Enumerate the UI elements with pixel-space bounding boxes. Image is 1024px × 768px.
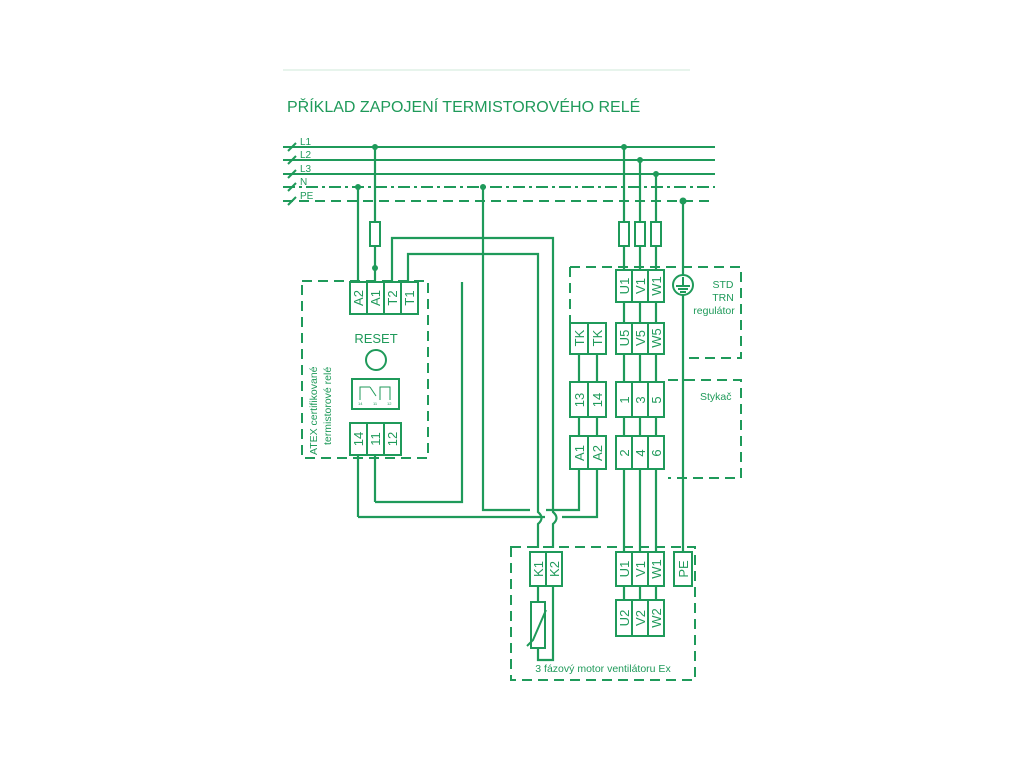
bus-label-pe: PE: [300, 191, 314, 202]
reset-label: RESET: [354, 331, 397, 346]
motor-bottom-terminals: [615, 599, 665, 637]
motor-terminal-pe: PE: [676, 560, 691, 578]
relay-side-label-2: termistorové relé: [322, 367, 334, 445]
std-output-terminals: [615, 322, 665, 355]
std-top-terminals: [615, 269, 665, 303]
svg-text:11: 11: [373, 401, 378, 406]
motor-terminal-v2: V2: [633, 610, 648, 626]
contactor-terminal-3: 3: [633, 396, 648, 403]
std-terminal-tk-1: TK: [572, 329, 587, 346]
contactor-terminal-6: 6: [649, 449, 664, 456]
relay-terminal-12: 12: [385, 432, 400, 446]
std-terminal-v5: V5: [633, 330, 648, 346]
motor-terminal-w2: W2: [649, 608, 664, 628]
contactor-aux-terminals: [569, 381, 607, 418]
bus-label-l3: L3: [300, 164, 312, 175]
std-terminal-w5: W5: [649, 328, 664, 348]
relay-bottom-terminals: [349, 422, 402, 456]
bus-label-l1: L1: [300, 137, 312, 148]
wires: [356, 147, 685, 662]
relay-terminal-11: 11: [368, 432, 383, 446]
junction-dots: [355, 144, 687, 271]
std-terminal-u1: U1: [617, 278, 632, 295]
earth-icon: [672, 274, 694, 296]
motor-terminal-u2: U2: [617, 610, 632, 627]
relay-terminal-t2: T2: [385, 290, 400, 305]
relay-top-terminals: [349, 281, 419, 315]
thermistor-relay: [301, 280, 429, 459]
contactor-label: Stykač: [700, 391, 732, 403]
std-label-std: STD: [713, 279, 734, 291]
motor-pe-terminal: [673, 551, 693, 587]
fuses: [369, 221, 662, 247]
motor-terminal-u1: U1: [617, 561, 632, 578]
motor-thermistor-terminals: [529, 551, 563, 587]
svg-text:14: 14: [358, 401, 363, 406]
contactor-coil-terminals: [569, 435, 607, 470]
contactor-terminal-14: 14: [590, 393, 605, 407]
diagram-title: PŘÍKLAD ZAPOJENÍ TERMISTOROVÉHO RELÉ: [287, 97, 640, 116]
contactor-terminal-a1: A1: [572, 445, 587, 461]
thermistor-icon: [526, 601, 547, 649]
contactor-terminal-a2: A2: [590, 445, 605, 461]
contactor-terminal-13: 13: [572, 393, 587, 407]
contactor-main-bottom-terminals: [615, 435, 665, 470]
relay-terminal-14: 14: [351, 432, 366, 446]
contactor-terminal-2: 2: [617, 449, 632, 456]
std-terminal-tk-2: TK: [590, 329, 605, 346]
relay-terminal-t1: T1: [402, 290, 417, 305]
std-label-regulator: regulátor: [693, 305, 735, 317]
bus-label-l2: L2: [300, 150, 312, 161]
contactor-main-top-terminals: [615, 381, 665, 418]
relay-terminal-a1: A1: [368, 290, 383, 306]
std-terminal-w1: W1: [649, 276, 664, 296]
std-terminal-v1: V1: [633, 278, 648, 294]
contactor-terminal-4: 4: [633, 449, 648, 456]
std-regulator-block: [569, 266, 742, 359]
motor-terminal-k2: K2: [547, 561, 562, 577]
std-label-trn: TRN: [712, 292, 734, 304]
std-terminal-u5: U5: [617, 330, 632, 347]
motor-terminal-k1: K1: [531, 561, 546, 577]
motor-block: [510, 546, 696, 681]
reset-button[interactable]: [365, 349, 387, 371]
std-tk-terminals: [569, 322, 607, 355]
relay-contact-symbol: 14 11 12: [351, 378, 400, 410]
contactor-terminal-5: 5: [649, 396, 664, 403]
relay-side-label-1: ATEX certifikované: [308, 366, 320, 455]
supply-bus: [283, 142, 715, 206]
motor-label: 3 fázový motor ventilátoru Ex: [535, 663, 671, 675]
motor-terminal-v1: V1: [633, 561, 648, 577]
bus-label-n: N: [300, 177, 307, 188]
svg-text:12: 12: [387, 401, 392, 406]
relay-terminal-a2: A2: [351, 290, 366, 306]
contactor-terminal-1: 1: [617, 396, 632, 403]
contactor-block: [668, 379, 742, 479]
motor-terminal-w1: W1: [649, 559, 664, 579]
motor-top-terminals: [615, 551, 665, 587]
